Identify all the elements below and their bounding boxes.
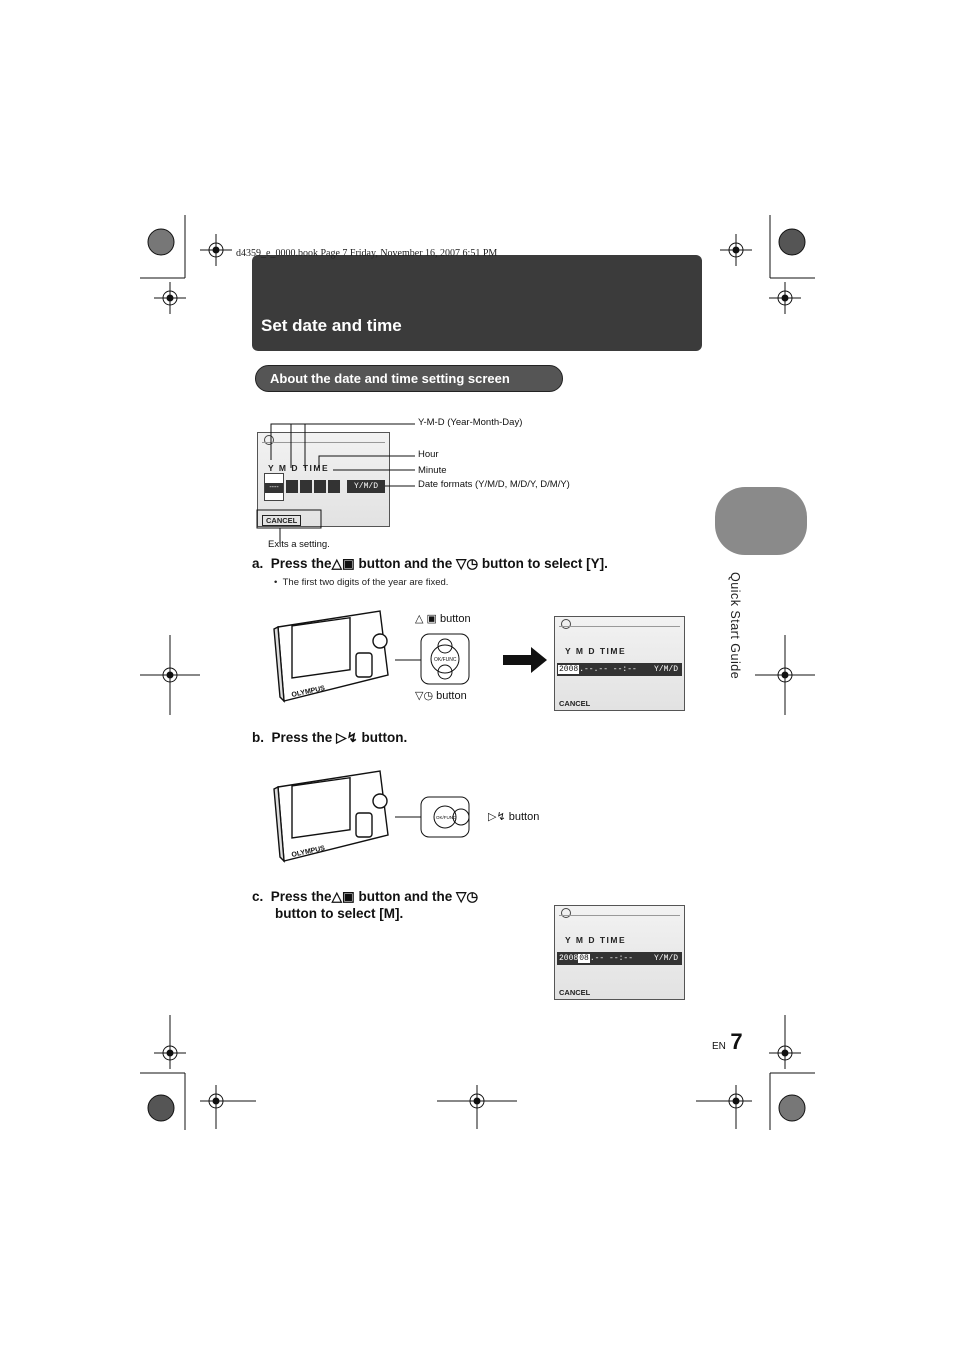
month-value: 08	[578, 954, 590, 963]
self-timer-icon: ◷	[466, 889, 479, 904]
format-value: Y/M/D	[347, 480, 385, 493]
control-pad-b: OK/FUNC	[395, 796, 470, 838]
callout-exits: Exits a setting.	[268, 539, 330, 550]
down-triangle-icon: ▽	[455, 889, 467, 904]
right-triangle-icon: ▷	[336, 730, 347, 745]
down-triangle-icon: ▽	[455, 556, 467, 571]
page-number: EN 7	[712, 1029, 743, 1054]
section-heading: About the date and time setting screen	[255, 365, 563, 392]
svg-text:OK/FUNC: OK/FUNC	[436, 815, 457, 820]
up-triangle-icon: △	[331, 556, 342, 571]
clock-icon	[561, 908, 571, 918]
side-tab	[715, 487, 807, 555]
right-triangle-icon: ▷	[488, 811, 497, 823]
exposure-icon: ▣	[426, 613, 437, 625]
starburst-marks	[147, 228, 806, 1122]
control-pad-a: OK/FUNC	[395, 633, 470, 685]
down-triangle-icon: ▽	[415, 690, 424, 702]
self-timer-icon: ◷	[423, 690, 434, 702]
screen-step-c: Y M D TIME 200808.-- --:--Y/M/D CANCEL	[554, 905, 685, 1000]
callout-lines	[256, 423, 415, 544]
self-timer-icon: ◷	[466, 556, 479, 571]
exposure-icon: ▣	[341, 556, 355, 571]
step-a-note: • The first two digits of the year are f…	[274, 577, 449, 588]
callout-hour: Hour	[418, 449, 439, 460]
callout-ymd: Y-M-D (Year-Month-Day)	[418, 417, 523, 428]
up-triangle-icon: △	[415, 613, 424, 625]
screen-headings: Y M D TIME	[268, 463, 330, 473]
page-title: Set date and time	[261, 316, 402, 335]
header-bar	[252, 255, 702, 351]
side-tab-label: Quick Start Guide	[728, 572, 742, 680]
callout-minute: Minute	[418, 465, 447, 476]
down-button-callout: ▽◷ button	[415, 690, 467, 702]
step-c-instruction: c. Press the△▣ button and the ▽◷ button …	[252, 889, 479, 921]
flash-icon: ↯	[346, 730, 358, 745]
clock-icon	[264, 435, 274, 445]
registration-marks	[140, 234, 815, 1129]
ok-func-label: OK/FUNC	[434, 657, 457, 663]
year-value: 2008	[558, 665, 580, 674]
year-field: ----	[264, 473, 284, 501]
flash-icon: ↯	[496, 811, 506, 823]
section-title: About the date and time setting screen	[270, 371, 510, 386]
file-info: d4359_e_0000.book Page 7 Friday, Novembe…	[236, 248, 498, 259]
date-setting-screen: Y M D TIME ---- Y/M/D CANCEL	[257, 432, 390, 527]
step-b-instruction: b. Press the ▷↯ button.	[252, 730, 408, 745]
callout-formats: Date formats (Y/M/D, M/D/Y, D/M/Y)	[418, 479, 570, 490]
exposure-icon: ▣	[341, 889, 355, 904]
up-button-callout: △ ▣ button	[415, 613, 471, 625]
clock-icon	[561, 619, 571, 629]
camera-illustration-a: OLYMPUS	[273, 610, 389, 703]
up-triangle-icon: △	[331, 889, 342, 904]
step-a-instruction: a. Press the△▣ button and the ▽◷ button …	[252, 556, 608, 571]
screen-step-a: Y M D TIME 2008.--.-- --:--Y/M/D CANCEL	[554, 616, 685, 711]
right-button-callout: ▷↯ button	[488, 811, 540, 823]
cancel-label: CANCEL	[262, 515, 302, 526]
arrow-right-icon	[503, 647, 547, 673]
camera-illustration-b: OLYMPUS	[273, 770, 389, 863]
